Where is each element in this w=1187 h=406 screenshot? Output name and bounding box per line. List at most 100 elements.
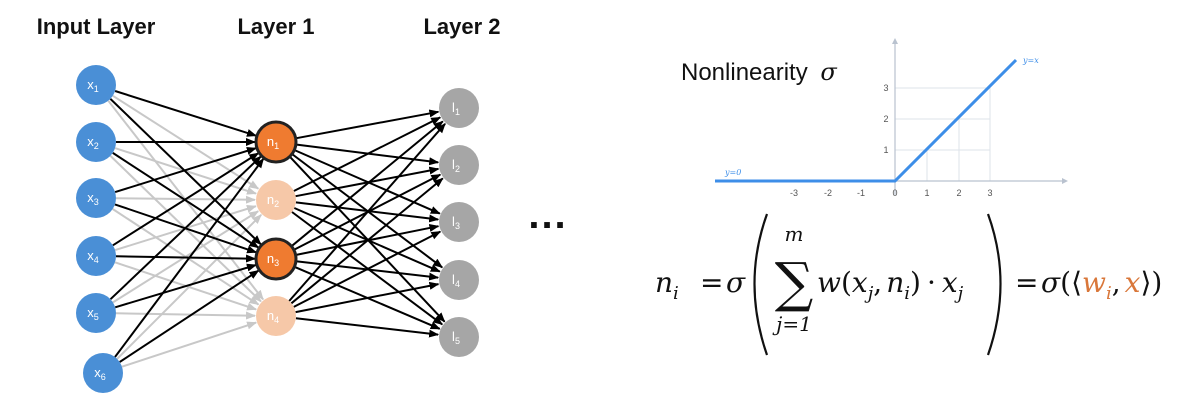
- edge-strong: [295, 281, 440, 314]
- sigma-symbol: σ: [820, 58, 837, 86]
- input-node-label: x4: [87, 248, 99, 265]
- hidden-node-active-label: n3: [267, 251, 279, 268]
- formula-sigma: σ: [726, 266, 746, 299]
- hidden-node-active-label: n1: [267, 134, 279, 151]
- x-axis-arrow: [1062, 178, 1068, 184]
- edge-strong: [115, 254, 256, 263]
- layer2-header: Layer 2: [423, 14, 500, 39]
- input-node-circle: [76, 236, 116, 276]
- edge-strong: [295, 201, 440, 223]
- hidden-node-faded: n2: [256, 180, 296, 220]
- output-node: l2: [439, 145, 479, 185]
- input-node-circle: [76, 65, 116, 105]
- sum-symbol: ∑: [775, 251, 814, 314]
- input-node-label: x1: [87, 77, 99, 94]
- x-tick: -2: [824, 188, 832, 198]
- edge-strong: [295, 109, 440, 140]
- hidden-node-faded-circle: [256, 296, 296, 336]
- output-node-circle: [439, 260, 479, 300]
- edge-strong: [109, 155, 262, 300]
- input-node-circle: [76, 122, 116, 162]
- x-tick: 1: [924, 188, 929, 198]
- edge-strong: [290, 177, 444, 305]
- output-node: l1: [439, 88, 479, 128]
- input-node-circle: [76, 293, 116, 333]
- relu-line: [715, 58, 1018, 183]
- hidden-node-faded-circle: [256, 180, 296, 220]
- edge-strong: [109, 98, 262, 246]
- output-node-label: l1: [452, 100, 460, 117]
- output-node: l5: [439, 317, 479, 357]
- edge-strong: [288, 123, 446, 302]
- x-tick: 3: [987, 188, 992, 198]
- input-node-label: x2: [87, 134, 99, 151]
- activation-formula: ni = σ m ∑ j=1 w(xj,ni)·xj = σ(⟨wi,x⟩): [655, 213, 1162, 356]
- output-node-label: l4: [452, 272, 460, 289]
- hidden-node-active: n1: [254, 120, 298, 164]
- edge-strong: [114, 263, 257, 309]
- edge-strong: [112, 152, 260, 247]
- edge-strong: [114, 147, 257, 194]
- output-node: l4: [439, 260, 479, 300]
- input-node-label: x5: [87, 305, 99, 322]
- y0-label: y=0: [724, 168, 741, 177]
- x-tick: -3: [790, 188, 798, 198]
- hidden-node-active: n3: [254, 237, 298, 281]
- x-tick: 0: [892, 188, 897, 198]
- edge-strong: [114, 90, 257, 137]
- edge-strong: [290, 120, 444, 248]
- sum-upper: m: [785, 222, 804, 246]
- hidden-node-faded-label: n4: [267, 308, 279, 325]
- edge-strong: [295, 317, 440, 338]
- formula-lhs: ni: [655, 266, 679, 304]
- input-node-circle: [76, 178, 116, 218]
- input-node-label: x6: [94, 365, 106, 382]
- y-axis-arrow: [892, 38, 898, 44]
- y-tick: 2: [883, 114, 888, 124]
- ellipsis: ...: [528, 193, 567, 237]
- edge-faded: [121, 321, 258, 368]
- input-node: x5: [76, 293, 116, 333]
- edge-strong: [293, 116, 442, 192]
- input-node: x6: [83, 353, 123, 393]
- x-tick: -1: [857, 188, 865, 198]
- nonlinearity-label: Nonlinearity σ: [681, 58, 837, 86]
- output-node-circle: [439, 202, 479, 242]
- nonlinearity-text: Nonlinearity: [681, 59, 808, 86]
- hidden-node-active-circle: [254, 120, 298, 164]
- y-tick: 3: [883, 83, 888, 93]
- edge-strong: [295, 166, 440, 198]
- formula-summand: w(xj,ni)·xj: [817, 266, 964, 304]
- output-node: l3: [439, 202, 479, 242]
- x-tick: 2: [956, 188, 961, 198]
- formula-equals-2: =: [1015, 266, 1038, 299]
- layer1-header: Layer 1: [237, 14, 314, 39]
- hidden-node-active-circle: [254, 237, 298, 281]
- input-layer-header: Input Layer: [37, 14, 156, 39]
- faded-edges: [107, 94, 264, 368]
- output-node-label: l2: [452, 157, 460, 174]
- edge-faded: [116, 214, 262, 360]
- input-node-circle: [83, 353, 123, 393]
- sum-lower: j=1: [772, 312, 812, 336]
- strong-edges: [109, 90, 446, 363]
- big-left-paren: [753, 213, 769, 356]
- output-node-circle: [439, 317, 479, 357]
- output-node-label: l3: [452, 214, 460, 231]
- edge-strong: [293, 230, 442, 308]
- input-node: x1: [76, 65, 116, 105]
- hidden-node-faded-label: n2: [267, 192, 279, 209]
- output-node-label: l5: [452, 329, 460, 346]
- relu-plot: y=0 y=x -3 -2 -1 0 1 2 3 1 2 3: [715, 38, 1068, 198]
- network-nodes: x1 x2 x3 x4 x5 x6 n1 n2 n3 n4 l1 l2 l3 l4 l5: [76, 65, 479, 393]
- input-node-label: x3: [87, 190, 99, 207]
- edge-strong: [114, 157, 265, 358]
- input-node: x3: [76, 178, 116, 218]
- edge-strong: [119, 269, 260, 363]
- formula-rhs: σ(⟨wi,x⟩): [1041, 266, 1162, 304]
- hidden-node-faded: n4: [256, 296, 296, 336]
- output-node-circle: [439, 145, 479, 185]
- yx-label: y=x: [1022, 56, 1039, 65]
- formula-equals: =: [700, 266, 723, 299]
